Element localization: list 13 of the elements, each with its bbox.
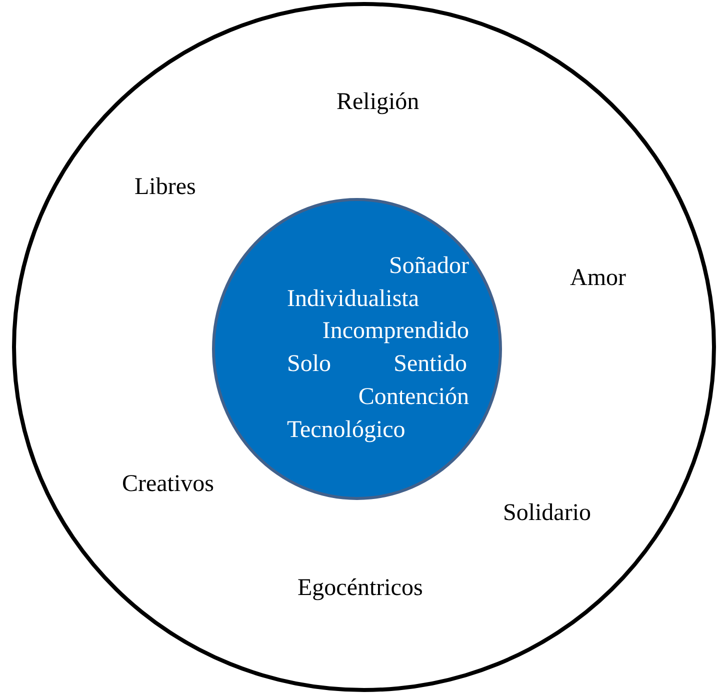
word-label: Soñador [389,252,469,280]
word-label: Incomprendido [322,317,469,345]
word-label: Solo [287,350,332,378]
word-label: Individualista [287,285,419,313]
word-label: Creativos [122,470,214,498]
word-label: Solidario [503,499,591,527]
word-label: Egocéntricos [298,574,423,602]
word-label: Tecnológico [287,416,406,444]
word-label: Sentido [394,350,467,378]
word-label: Contención [358,383,469,411]
word-label: Religión [336,88,420,116]
word-label: Amor [570,264,626,292]
word-label: Libres [134,173,196,201]
